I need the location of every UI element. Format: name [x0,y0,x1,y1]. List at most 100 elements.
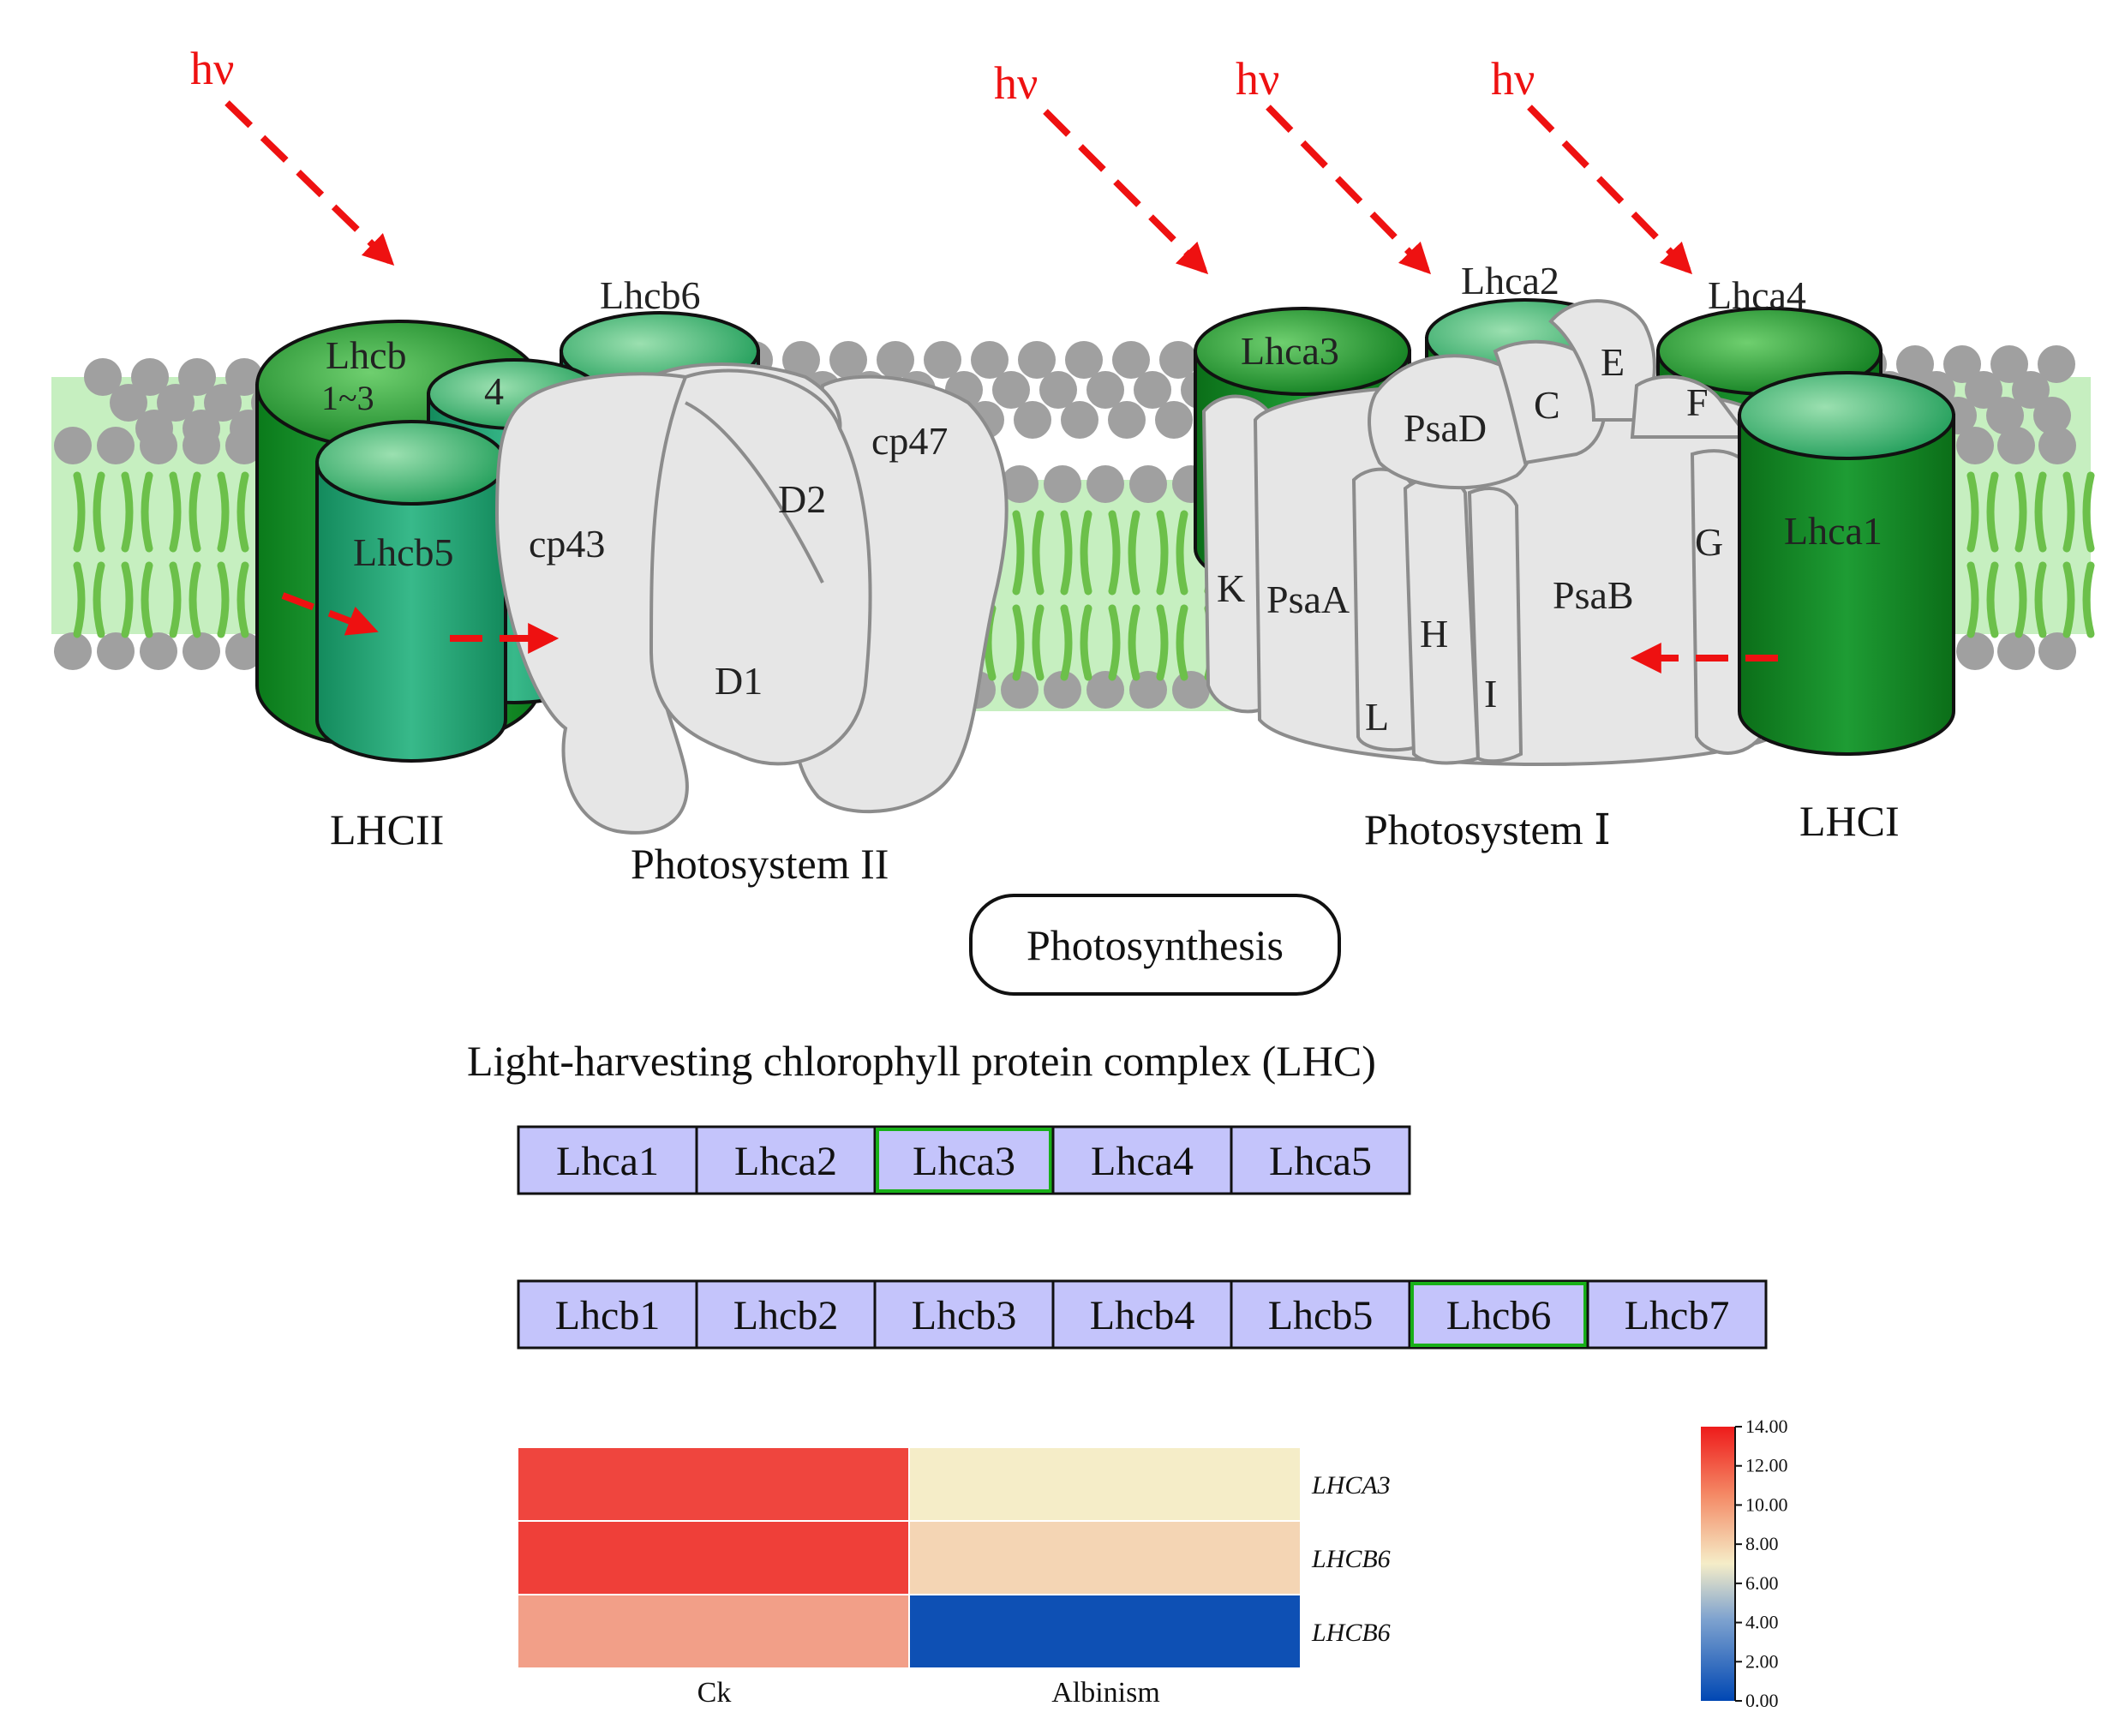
gene-box-lhcb3[interactable]: Lhcb3 [873,1279,1055,1350]
lhca1-cylinder: Lhca1 LHCI [1738,371,1955,845]
lipid-head [84,358,122,396]
lipid-tail [169,471,182,553]
lipid-tail [93,561,105,638]
lipid-head [1990,345,2028,383]
lipid-tail [73,561,86,638]
lipid-head [1965,371,2002,409]
colorbar-tick-label: 10.00 [1745,1494,1788,1515]
gene-box-highlight [876,1128,1052,1193]
lipid-tail [2034,561,2047,638]
lipid-tail [1012,604,1025,681]
energy-arrow-lhcb5 [281,592,379,636]
lipid-tail [2014,471,2027,553]
light-arrow-1 [224,100,395,266]
lipid-tail [1012,510,1025,596]
lipid-tail [236,561,249,638]
light-arrow-4 [1527,105,1693,275]
gene-box-label: Lhcb4 [1090,1293,1195,1338]
lipid-tail [236,471,249,553]
lipid-head [2033,397,2071,434]
gene-box-lhca1[interactable]: Lhca1 [517,1125,698,1195]
lipid-head [1001,671,1039,709]
hv-label-4: hν [1491,53,1535,105]
heatmap-column-label: Albinism [1051,1677,1160,1709]
label-psad: PsaD [1404,406,1487,450]
colorbar-tick-label: 8.00 [1745,1533,1779,1554]
lipid-tail [1080,510,1092,596]
gene-box-label: Lhca2 [734,1139,837,1184]
lipid-tail [1156,510,1169,596]
lipid-tail [1986,561,1999,638]
lipid-tail [1128,510,1140,596]
lipid-head [1086,465,1124,503]
lipid-tail [2062,561,2075,638]
lipid-head [1997,427,2035,464]
lipid-tail [189,471,201,553]
label-k: K [1217,566,1245,610]
lipid-head [2038,427,2076,464]
heatmap-cell [518,1522,908,1594]
label-lhca2: Lhca2 [1461,259,1559,302]
lipid-tail [1080,604,1092,681]
gene-box-lhcb2[interactable]: Lhcb2 [695,1279,877,1350]
label-lhcb5: Lhcb5 [353,530,454,574]
lipid-head [1039,371,1077,409]
gene-box-lhcb4[interactable]: Lhcb4 [1051,1279,1233,1350]
lhc-title: Light-harvesting chlorophyll protein com… [467,1037,1376,1085]
lipid-head [1155,401,1193,439]
lipid-tail [1176,604,1188,681]
lipid-head [1065,341,1103,379]
lipid-head [1172,671,1210,709]
gene-box-lhcb6[interactable]: Lhcb6 [1408,1279,1589,1350]
lipid-head [1086,371,1124,409]
label-l: L [1365,695,1389,739]
lipid-head [178,358,216,396]
label-lhcb1-3-b: 1~3 [321,379,374,417]
lipid-tail [2034,471,2047,553]
colorbar-tick-label: 6.00 [1745,1572,1779,1594]
lipid-head [97,427,135,464]
gene-box-label: Lhcb5 [1268,1293,1374,1338]
lipid-tail [1986,471,1999,553]
photosystem-ii: cp43 cp47 D2 D1 Photosystem II [494,362,1009,888]
colorbar-gradient [1701,1427,1735,1701]
gene-box-label: Lhca1 [556,1139,659,1184]
gene-box-lhca5[interactable]: Lhca5 [1230,1125,1411,1195]
gene-box-lhcb5[interactable]: Lhcb5 [1230,1279,1411,1350]
lipid-tail [1128,604,1140,681]
pathway-box[interactable]: Photosynthesis [969,894,1341,996]
light-arrow-2 [1043,109,1209,275]
colorbar-tick-label: 2.00 [1745,1650,1779,1672]
lipid-tail [121,561,134,638]
lipid-head [2038,632,2076,670]
lipid-tail [141,561,153,638]
heatmap-cell [910,1522,1300,1594]
label-i: I [1484,672,1497,715]
lipid-head [1129,671,1167,709]
pathway-title: Photosynthesis [1027,921,1284,969]
hv-label-2: hν [994,57,1038,109]
gene-box-lhca3[interactable]: Lhca3 [873,1125,1055,1195]
lipid-head [992,371,1030,409]
label-cp43: cp43 [529,522,605,566]
gene-box-lhcb7[interactable]: Lhcb7 [1586,1279,1768,1350]
lipid-head [2012,371,2050,409]
gene-box-lhca2[interactable]: Lhca2 [695,1125,877,1195]
lipid-head [1943,345,1981,383]
label-lhci: LHCI [1799,797,1900,845]
label-psaa: PsaA [1266,578,1350,621]
label-lhca1: Lhca1 [1784,509,1883,553]
gene-box-label: Lhca5 [1269,1139,1372,1184]
lipid-head [1044,465,1081,503]
label-lhcb4: 4 [484,369,504,413]
gene-box-lhcb1[interactable]: Lhcb1 [517,1279,698,1350]
lipid-tail [1108,604,1121,681]
label-lhcb1-3-a: Lhcb [326,333,407,377]
gene-box-lhca4[interactable]: Lhca4 [1051,1125,1233,1195]
gene-box-highlight [1410,1282,1587,1347]
lipid-head [1086,671,1124,709]
heatmap-cell [910,1448,1300,1520]
lipid-tail [1032,510,1045,596]
